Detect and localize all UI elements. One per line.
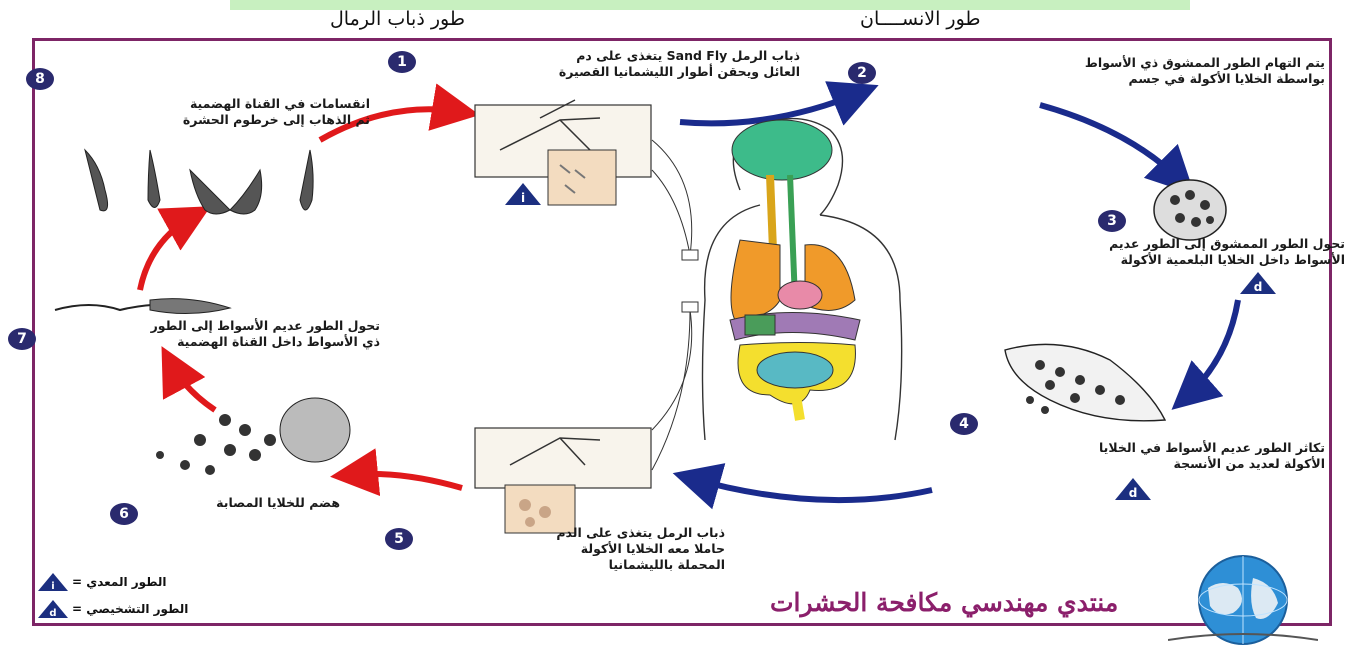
arrow-3-to-4 xyxy=(1185,300,1238,398)
infective-stage-marker: i xyxy=(505,183,541,205)
legend-diagnostic-icon: d xyxy=(38,600,68,618)
step-badge-6: 6 xyxy=(110,503,138,525)
human-stage-header: طور الانســــان xyxy=(860,8,981,30)
arrow-4-to-5 xyxy=(690,478,932,500)
legend-infective-icon: i xyxy=(38,573,68,591)
arrow-2-to-3 xyxy=(1040,105,1182,182)
globe-logo-icon xyxy=(1168,548,1318,646)
infective-marker-letter: i xyxy=(521,191,525,205)
tissue-cell xyxy=(1005,344,1165,420)
arrow-6-to-7 xyxy=(170,362,215,410)
step-8-text: انقسامات في القناة الهضمية ثم الذهاب إلى… xyxy=(40,96,370,128)
arrow-1-to-2 xyxy=(680,92,862,123)
diagnostic-marker-letter: d xyxy=(1254,280,1263,294)
sandfly-stage-header: طور ذباب الرمال xyxy=(330,8,465,30)
digested-cell xyxy=(280,398,350,462)
step-badge-2: 2 xyxy=(848,62,876,84)
step-4-text: تكاثر الطور عديم الأسواط في الخلايا الأك… xyxy=(960,440,1325,472)
step-1-text: ذباب الرمل Sand Fly يتغذى على دم العائل … xyxy=(425,48,800,80)
step-7-text: تحول الطور عديم الأسواط إلى الطور ذي الأ… xyxy=(40,318,380,350)
sandfly-feeding-box-bottom xyxy=(475,428,651,488)
svg-text:d: d xyxy=(49,608,56,618)
step-badge-1: 1 xyxy=(388,51,416,73)
step-badge-5: 5 xyxy=(385,528,413,550)
svg-text:i: i xyxy=(51,581,54,591)
promastigote-cluster xyxy=(85,150,313,214)
legend-infective-label: الطور المعدي = xyxy=(72,575,167,589)
arrow-7-to-8 xyxy=(140,215,195,290)
legend-diagnostic-label: الطور التشخيصي = xyxy=(72,602,188,616)
step-5-text: ذباب الرمل يتغذى على الدم حاملا معه الخل… xyxy=(470,525,725,573)
step-badge-4: 4 xyxy=(950,413,978,435)
step-2-text: يتم التهام الطور الممشوق ذي الأسواط بواس… xyxy=(900,55,1325,87)
step-badge-7: 7 xyxy=(8,328,36,350)
forum-name: منتدي مهندسي مكافحة الحشرات xyxy=(770,588,1118,617)
step-6-text: هضم للخلايا المصابة xyxy=(140,495,340,511)
step-3-text: تحول الطور الممشوق إلى الطور عديم الأسوا… xyxy=(955,236,1345,268)
arrow-5-to-6 xyxy=(348,474,462,488)
diagnostic-stage-marker-4: d xyxy=(1115,478,1151,500)
diagnostic-marker-letter: d xyxy=(1129,486,1138,500)
legend-diagnostic: d الطور التشخيصي = xyxy=(38,600,188,618)
step-badge-3: 3 xyxy=(1098,210,1126,232)
diagnostic-stage-marker-3: d xyxy=(1240,272,1276,294)
infected-macrophage xyxy=(1154,180,1226,240)
legend-infective: i الطور المعدي = xyxy=(38,573,167,591)
step-badge-8: 8 xyxy=(26,68,54,90)
